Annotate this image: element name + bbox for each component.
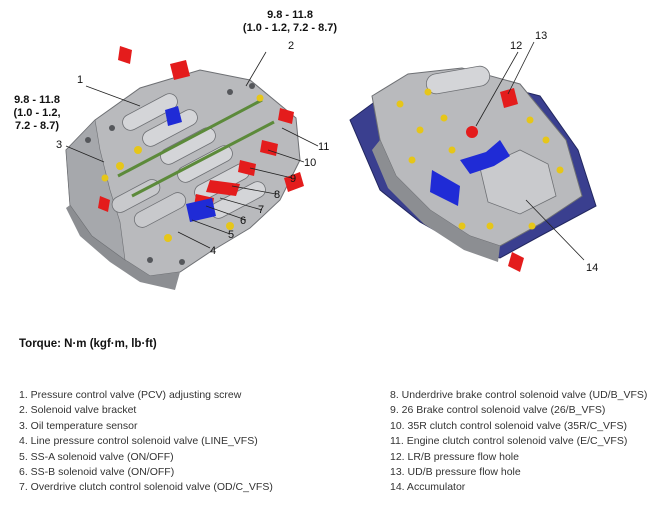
callout-10: 10: [304, 157, 316, 169]
leader-lines-right: [475, 41, 585, 261]
solenoid-cylinder: [160, 127, 216, 165]
valve-body-diagram: 9.8 - 11.8 (1.0 - 1.2, 7.2 - 8.7) 9.8 - …: [2, 9, 598, 290]
torque-spec-top-line1: 9.8 - 11.8: [267, 9, 313, 21]
legend-item: 4. Line pressure control solenoid valve …: [19, 435, 258, 448]
legend-item: 5. SS-A solenoid valve (ON/OFF): [19, 450, 174, 463]
legend-item: 2. Solenoid valve bracket: [19, 404, 137, 417]
callout-11: 11: [318, 141, 329, 153]
callout-9: 9: [290, 173, 296, 185]
legend-item: 3. Oil temperature sensor: [19, 419, 138, 432]
legend-item: 9. 26 Brake control solenoid valve (26/B…: [390, 404, 606, 417]
solenoid-cylinder: [133, 192, 187, 228]
legend-left-column: 1. Pressure control valve (PCV) adjustin…: [19, 388, 273, 496]
right-yellow-bolts: [396, 88, 564, 230]
legend-item: 8. Underdrive brake control solenoid val…: [390, 389, 648, 401]
yellow-markers: [101, 94, 264, 242]
legend-item: 14. Accumulator: [390, 481, 466, 494]
callout-12: 12: [510, 40, 522, 52]
torque-heading: Torque: N·m (kgf·m, lb·ft): [19, 338, 157, 350]
legend-item: 1. Pressure control valve (PCV) adjustin…: [19, 389, 242, 401]
red-ports: [466, 88, 524, 272]
blue-side-panel: [430, 170, 460, 206]
legend-right-column: 8. Underdrive brake control solenoid val…: [390, 388, 647, 496]
upper-cylinder: [425, 65, 491, 95]
solenoid-cylinder: [142, 109, 198, 147]
callout-13: 13: [535, 30, 547, 42]
legend-item: 12. LR/B pressure flow hole: [390, 450, 519, 463]
callout-1: 1: [77, 74, 83, 86]
right-valve-body-view: [349, 41, 597, 272]
left-valve-body-view: [65, 46, 319, 290]
solenoid-cylinder: [122, 93, 178, 131]
callout-2: 2: [288, 40, 294, 52]
torque-spec-left: 9.8 - 11.8 (1.0 - 1.2, 7.2 - 8.7): [2, 94, 72, 133]
right-housing-side: [372, 140, 500, 262]
torque-spec-top-line2: (1.0 - 1.2, 7.2 - 8.7): [242, 22, 338, 34]
solenoid-valve-bracket: [117, 98, 275, 198]
legend-item: 13. UD/B pressure flow hole: [390, 466, 521, 479]
callout-7: 7: [258, 204, 264, 216]
legend-item: 7. Overdrive clutch control solenoid val…: [19, 481, 273, 494]
callout-3: 3: [56, 139, 62, 151]
torque-spec-left-line2: (1.0 - 1.2,: [13, 107, 61, 119]
torque-spec-top: 9.8 - 11.8 (1.0 - 1.2, 7.2 - 8.7): [230, 9, 350, 35]
torque-spec-left-line3: 7.2 - 8.7): [14, 120, 60, 132]
left-front-face: [65, 119, 126, 261]
blue-oil-pipe: [460, 140, 510, 174]
blue-connectors: [165, 106, 216, 222]
solenoid-cylinder: [177, 145, 233, 183]
legend-item: 10. 35R clutch control solenoid valve (3…: [390, 419, 627, 432]
callout-numbers: 1 2 3 4 5 6 7 8 9 10 11 12 13 14: [56, 30, 598, 274]
callout-8: 8: [274, 189, 280, 201]
accumulator-block: [479, 149, 557, 215]
callout-14: 14: [586, 262, 598, 274]
torque-spec-left-line1: 9.8 - 11.8: [14, 94, 60, 106]
callout-6: 6: [240, 215, 246, 227]
left-housing-shadow: [66, 205, 180, 290]
legend-item: 11. Engine clutch control solenoid valve…: [390, 435, 628, 448]
legend-item: 6. SS-B solenoid valve (ON/OFF): [19, 466, 175, 479]
bolts: [85, 83, 255, 265]
valve-body-illustration: 1 2 3 4 5 6 7 8 9 10 11 12 13 14: [56, 30, 598, 290]
callout-5: 5: [228, 229, 234, 241]
leader-lines-left: [65, 51, 319, 249]
callout-4: 4: [210, 245, 216, 257]
